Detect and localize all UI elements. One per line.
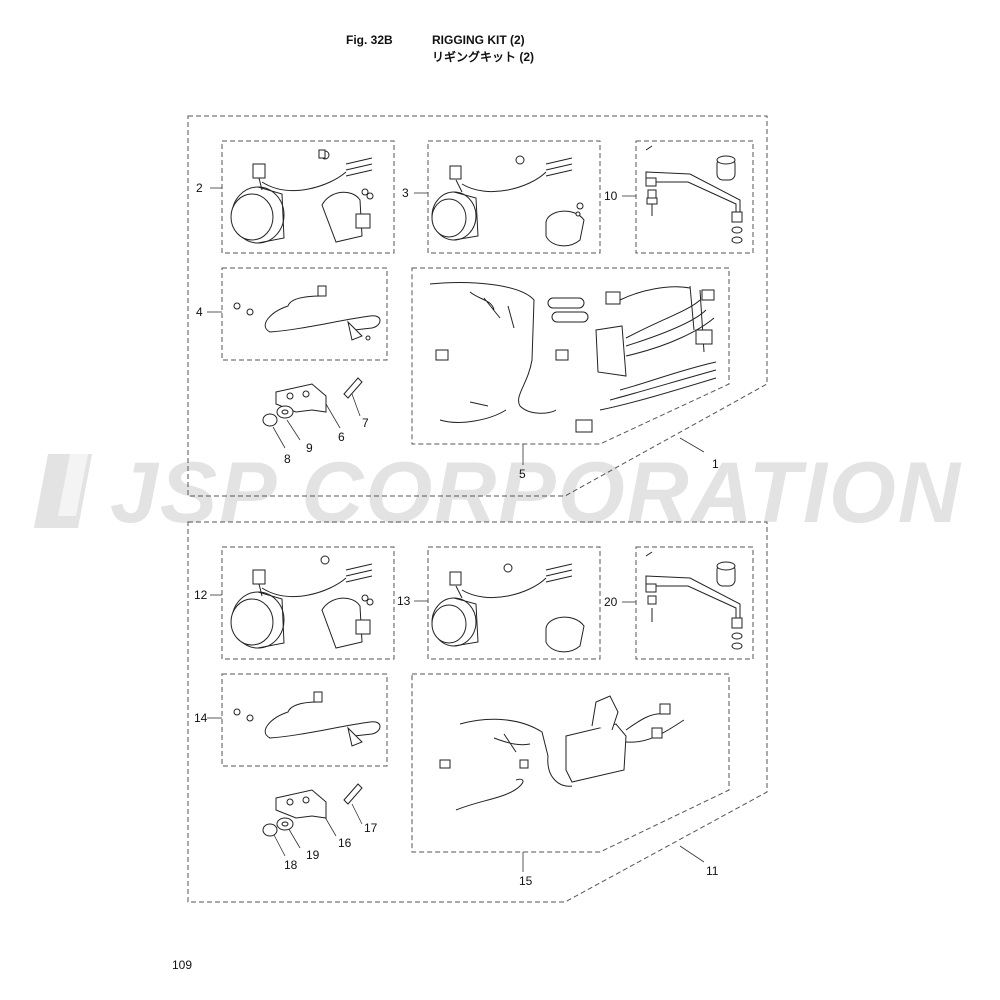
box-part-3 [427,140,601,254]
callout-18: 18 [284,858,298,872]
gauge-assembly-12 [230,555,374,649]
kit-1-boundary [187,115,768,497]
bracket-parts-6-9 [262,377,363,427]
kit-11-boundary [187,521,768,903]
callout-14: 14 [194,711,208,725]
callout-17: 17 [364,821,378,835]
figure-label: Fig. 32B [346,33,393,47]
callout-19: 19 [306,848,320,862]
callout-10: 10 [604,189,618,203]
box-part-10 [635,140,754,254]
callout-12: 12 [194,588,208,602]
bracket-set-20 [645,551,743,650]
box-part-12 [221,546,395,660]
callout-1: 1 [712,457,719,471]
remote-control-15 [439,695,685,811]
callout-13: 13 [397,594,411,608]
callout-8: 8 [284,452,291,466]
box-part-5 [411,267,730,445]
callout-9: 9 [306,441,313,455]
box-part-13 [427,546,601,660]
box-part-4 [221,267,388,361]
callout-20: 20 [604,595,618,609]
harness-4 [233,285,381,341]
watermark-text: JSP CORPORATION [110,446,962,536]
figure-title-en: RIGGING KIT (2) [432,33,525,47]
bracket-set-10 [645,145,743,244]
callout-11: 11 [706,864,719,878]
callout-2: 2 [196,181,203,195]
gauge-assembly-3 [431,155,585,247]
box-part-15 [411,673,730,853]
box-part-14 [221,673,388,767]
callout-7: 7 [362,416,369,430]
callout-16: 16 [338,836,352,850]
harness-14 [233,691,381,747]
callout-6: 6 [338,430,345,444]
callout-3: 3 [402,186,409,200]
gauge-assembly-2 [230,149,374,244]
bracket-parts-16-19 [262,783,363,837]
callout-4: 4 [196,305,203,319]
callout-5: 5 [519,467,526,481]
box-part-20 [635,546,754,660]
page-number: 109 [172,958,193,972]
callout-15: 15 [519,874,533,888]
box-part-2 [221,140,395,254]
harness-5 [429,282,717,433]
gauge-assembly-13 [431,563,585,653]
figure-title-jp: リギングキット (2) [432,50,535,64]
watermark: JSP CORPORATION [34,446,962,536]
